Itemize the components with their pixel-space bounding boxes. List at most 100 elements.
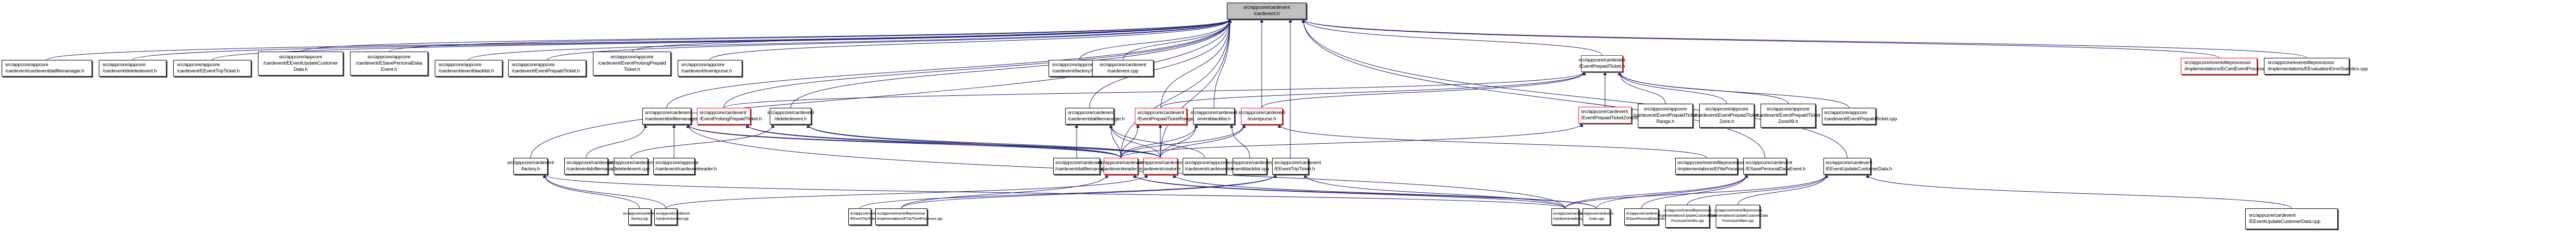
node-label: src/appcore/cardevent /ESavePersonalData… [1626,212,1673,221]
node-label: src/appcore/appcore /cardevent/EventPrep… [1633,106,1698,125]
edge-n26-to-n12 [1617,71,1849,108]
edge-n32-to-n15 [686,124,1121,158]
node-label: src/appcore/appcore /cardevent/EventProl… [598,54,666,72]
edge-n32-to-n16 [745,124,1121,158]
node-UpdateCustomerDataProcessorMifare-cpp[interactable]: src/appcore/eventsfileprocessor /impleme… [1708,205,1768,228]
node-EEventTripTicket-cpp[interactable]: src/appcore/cardevent /EEventTripTicket.… [848,208,884,225]
edge-n7-to-n0 [547,19,1232,60]
node-deletedevent-h[interactable]: src/appcore/cardevent /deletedevent.h [767,108,814,125]
edge-n32-to-n17 [806,124,1121,158]
node-label: src/appcore/cardevent /EEventUpdateCusto… [1826,160,1892,172]
node-EventPrepaidTicketZone99-h[interactable]: src/appcore/cardevent /EventPrepaidTicke… [1578,107,1643,123]
node-ESavePersonalDataEvent-h[interactable]: src/appcore/cardevent /ESavePersonalData… [1743,158,1806,175]
node-label: src/appcore/cardevent /eventblacklist.h [1190,110,1237,122]
edge-n10-to-n0 [1079,19,1232,60]
node-label: src/appcore/appcore /cardevent/EventPrep… [1756,106,1820,125]
edge-n44-to-n39 [1565,174,1829,209]
edge-n38-to-n0 [1301,19,1765,158]
edge-n4-to-n0 [300,19,1232,52]
node-EEventUpdateCustomerData-h[interactable]: src/appcore/cardevent /EEventUpdateCusto… [1823,158,1892,175]
node-EventPrepaidTicketRange-h[interactable]: src/appcore/cardevent /EventPrepaidTicke… [1135,108,1198,125]
edge-n44-to-n38 [1565,174,1749,209]
node-label: src/appcore/eventsfileprocessor /impleme… [2268,60,2368,72]
edge-n44-to-n27 [542,174,1565,209]
edge-n32-to-n22 [1120,123,1584,158]
node-appcore-EventPrepaidTicket-h[interactable]: src/appcore/appcore /cardevent/EventPrep… [508,60,586,77]
edge-n33-to-n20 [1160,124,1198,158]
node-cardeventdatfilemanager-cpp[interactable]: src/appcore/cardevent /cardeventdatfilem… [1053,158,1117,175]
node-appcore-EventPrepaidTicketZone-h[interactable]: src/appcore/appcore /cardevent/EventPrep… [1694,104,1759,128]
node-cardeventdatfilemanager-h[interactable]: src/appcore/cardevent /cardeventdatfilem… [1065,108,1125,125]
node-cardeventreader-cpp[interactable]: src/appcore/cardevent /cardeventreader.c… [1551,208,1587,225]
node-appcore-EventPrepaidTicketRange-h[interactable]: src/appcore/appcore /cardevent/EventPrep… [1633,104,1698,128]
node-cardeventidxfilemanager-h[interactable]: src/appcore/cardevent /cardeventidxfilem… [642,108,702,125]
node-eventblacklist-cpp[interactable]: src/appcore/cardevent /eventblacklist.cp… [1226,158,1273,175]
node-label: src/appcore/eventsfileprocessor /impleme… [1677,160,1769,172]
node-cardeventcreator-h[interactable]: src/appcore/cardevent /cardeventcreator.… [1137,158,1184,175]
node-ESavePersonalDataEvent-cpp[interactable]: src/appcore/cardevent /ESavePersonalData… [1624,208,1673,225]
node-UpdateCustomerDataProcessorDesfire-cpp[interactable]: src/appcore/eventsfileprocessor /impleme… [1658,205,1717,228]
node-ECardEventProcessor-h[interactable]: src/appcore/eventsfileprocessor /impleme… [2181,58,2272,74]
edge-n41-to-n33 [665,174,1148,209]
node-appcore-EEventUpdateCustomerData-h[interactable]: src/appcore/appcore /cardevent/EEventUpd… [258,52,343,76]
node-EFileProcessorPrinter-cpp[interactable]: src/appcore/eventsfileprocessor /impleme… [1675,158,1769,175]
node-appcore-cardeventcreator-h[interactable]: src/appcore/appcore /cardevent/cardevent… [1183,158,1247,175]
edge-n43-to-n32 [901,174,1109,209]
node-cardeventidxfilemanager-cpp[interactable]: src/appcore/cardevent /cardeventidxfilem… [564,158,628,175]
node-appcore-EEventTripTicket-h[interactable]: src/appcore/appcore /cardevent/EEventTri… [173,60,251,77]
node-label: src/appcore/cardevent /deletedevent.h [767,110,814,122]
edge-n25-to-n12 [1617,71,1789,104]
edge-n18-to-n0 [1089,19,1232,108]
node-EEvaluationErrorStatistics-cpp[interactable]: src/appcore/eventsfileprocessor /impleme… [2264,58,2368,74]
node-appcore-EventPrepaidTicketZone99-h[interactable]: src/appcore/appcore /cardevent/EventPrep… [1756,104,1820,128]
node-label: src/appcore/cardevent /EventPrepaidTicke… [1137,110,1198,122]
edge-n29-to-n17 [630,124,775,158]
node-label: src/appcore/cardevent /cardeventdatfilem… [1055,160,1118,172]
edge-n19-to-n0 [1160,19,1232,108]
node-label: src/appcore/appcore /cardevent/EEventUpd… [263,54,338,72]
node-cardeventreader-h[interactable]: src/appcore/cardevent /cardeventreader.h [1097,158,1144,175]
edge-n32-to-n18 [1109,124,1121,158]
node-deletedevent-cpp[interactable]: src/appcore/cardevent /deletedevent.cpp [607,158,654,175]
node-appcore-deletedevent-h[interactable]: src/appcore/appcore /cardevent/deletedev… [99,60,166,77]
edge-n33-to-n16 [745,124,1161,158]
node-eventpurse-h[interactable]: src/appcore/cardevent /eventpurse.h [1238,108,1285,125]
node-factory-cpp[interactable]: src/appcore/cardevent /factory.cpp [623,208,657,225]
node-EventPrepaidTicket-h[interactable]: src/appcore/cardevent /EventPrepaidTicke… [1578,55,1625,72]
node-EEventTripTicket-h[interactable]: src/appcore/cardevent /EEventTripTicket.… [1272,158,1321,175]
node-appcore-EventProlongPrepaidTicket-h[interactable]: src/appcore/appcore /cardevent/EventProl… [593,52,671,76]
node-cardevent-cpp[interactable]: src/appcore/cardevent /cardevent.cpp [1092,60,1154,77]
node-label: src/appcore/appcore /cardevent/eventpurs… [681,62,732,74]
node-label: src/appcore/cardevent /main.cpp [1579,212,1614,221]
node-EEventUpdateCustomerData-cpp[interactable]: src/appcore/cardevent /EEventUpdateCusto… [2245,208,2338,229]
edge-n32-to-n20 [1120,124,1198,158]
node-cardeventcreator-cpp[interactable]: src/appcore/cardevent /cardeventcreator.… [654,208,690,225]
node-label: src/appcore/appcore /cardevent/factory.h [1052,62,1095,74]
edge-n32-to-n21 [1120,124,1246,158]
node-label: src/appcore/cardevent /deletedevent.cpp [607,160,654,172]
node-appcore-cardeventdatfilemanager-h[interactable]: src/appcore/appcore /cardevent/cardevent… [2,60,92,77]
node-appcore-ESavePersonalDataEvent-h[interactable]: src/appcore/appcore /cardevent/ESavePers… [350,52,428,76]
edge-n37-to-n21 [1277,124,1707,158]
node-main-cpp[interactable]: src/appcore/cardevent /main.cpp [1579,208,1614,225]
edge-n23-to-n12 [1617,71,1666,104]
node-appcore-eventblacklist-h[interactable]: src/appcore/appcore /cardevent/eventblac… [435,60,502,77]
node-factory-h[interactable]: src/appcore/cardevent /factory.h [507,158,554,175]
edge-n32-to-n0 [1120,19,1232,158]
node-eventblacklist-h[interactable]: src/appcore/cardevent /eventblacklist.h [1190,108,1237,125]
edge-n43-to-n36 [901,174,1277,209]
edge-n1-to-n0 [46,19,1232,60]
edge-n45-to-n33 [1172,174,1597,209]
node-EventProlongPrepaidTicket-h[interactable]: src/appcore/cardevent /EventProlongPrepa… [697,108,762,125]
node-cardevent-h[interactable]: src/appcore/cardevent /cardevent.h [1227,3,1306,19]
edge-n41-to-n27 [542,174,666,209]
edge-n6-to-n0 [468,19,1232,60]
node-appcore-cardeventreader-h[interactable]: src/appcore/appcore /cardevent/cardevent… [653,158,717,175]
node-label: src/appcore/cardevent /ESavePersonalData… [1745,160,1806,172]
edge-n42-to-n36 [859,174,1277,209]
node-ETripTicketProcessor-cpp[interactable]: src/appcore/eventsfileprocessor /impleme… [875,208,942,225]
node-appcore-EventPrepaidTicket-cpp[interactable]: src/appcore/appcore /cardevent/EventPrep… [1822,108,1897,125]
node-appcore-eventpurse-h[interactable]: src/appcore/appcore /cardevent/eventpurs… [678,60,742,77]
edge-n33-to-n17 [806,124,1161,158]
